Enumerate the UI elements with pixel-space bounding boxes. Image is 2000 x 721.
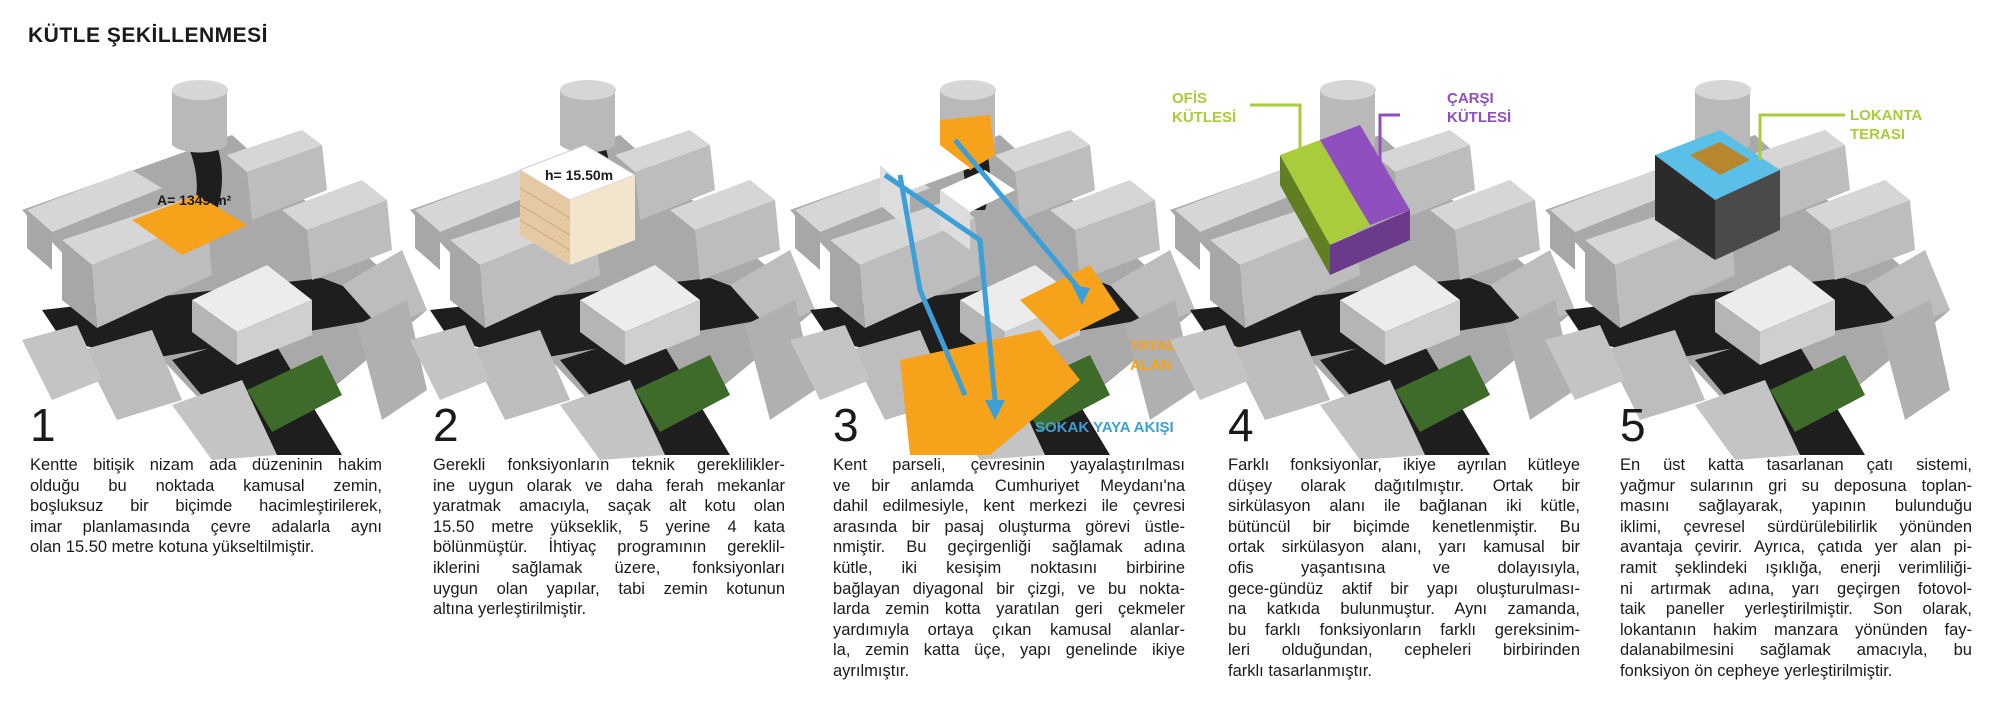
text-line: Kentte bitişik nizam ada düzeninin hakim [30, 456, 382, 474]
text-line: Gerekli fonksiyonların teknik gereklilik… [433, 456, 785, 474]
step-text-3: Kent parseli, çevresinin yayalaştırılmas… [833, 455, 1185, 682]
step-number-5: 5 [1620, 399, 1646, 451]
text-line: altına yerleştirilmiştir. [433, 600, 587, 619]
text-line: bölünmüştür. İhtiyaç programının gerekli… [433, 538, 785, 557]
step-text-2: Gerekli fonksiyonların teknik gereklilik… [433, 455, 785, 620]
pedestrian-zone [900, 330, 1080, 455]
text-line: ayrılmıştır. [833, 661, 910, 680]
step-number-3: 3 [833, 399, 859, 451]
text-line: gece-gündüz aktif bir yapı oluşturulması… [1228, 579, 1580, 598]
text-line: iklerini sağlamak üzere, fonksiyonları [433, 558, 785, 577]
text-line: dahil edilmesiyle, kent merkezi ile çevr… [833, 497, 1185, 516]
street-flow-label: SOKAK YAYA AKIŞI [1035, 419, 1174, 436]
text-line: bu farklı fonksiyonların farklı gereksin… [1228, 620, 1580, 639]
text-line: fonksiyon ön cepheye yerleştirilmiştir. [1620, 661, 1893, 680]
text-line: ofis yaşantısına ve dolayısıyla, [1228, 558, 1580, 577]
height-label: h= 15.50m [545, 167, 613, 183]
text-line: la, zemin katta üçe, yapı genelinde ikiy… [833, 641, 1185, 660]
diagram-step-1: A= 1349 m² [22, 80, 427, 460]
office-mass [1280, 140, 1370, 245]
text-line: ni artırmak adına, yarı geçirgen fotovol… [1620, 579, 1972, 598]
text-line: taik paneller yerleştirilmiştir. Son ola… [1620, 600, 1972, 619]
step-number-4: 4 [1228, 399, 1254, 451]
text-line: ine uygun olarak ve daha ferah mekanlar [433, 476, 785, 495]
step-text-4: Farklı fonksiyonlar, ikiye ayrılan kütle… [1228, 455, 1580, 682]
text-line: na katkıda bulunmuştur. Aynı zamanda, [1228, 600, 1580, 619]
text-line: yağmur sularının gri su deposuna toplan- [1620, 476, 1972, 495]
text-line: ramit şeklindeki ışıklığa, enerji veriml… [1620, 558, 1972, 577]
pedestrian-flow-arrow [883, 172, 998, 401]
text-line: bağlayan diyagonal bir çizgi, ve bu nokt… [833, 579, 1185, 598]
text-line: yaratmak amacıyla, saçak alt kotu olan [433, 497, 785, 516]
text-line: sirkülasyon alanı ile bağlanan iki kütle… [1228, 497, 1580, 516]
text-line: arasında bir pasaj oluşturma görevi üstl… [833, 517, 1185, 536]
bazaar-mass-label-2: KÜTLESİ [1447, 109, 1511, 126]
text-line: dalanabilmesini sağlamak amacıyla, bu [1620, 641, 1972, 660]
skylight-pyramid [1690, 142, 1750, 175]
text-line: leri olduğundan, cepheleri birbirinden [1228, 641, 1580, 660]
text-line: imar planlamasında çevre adalarla aynı [30, 517, 382, 536]
text-line: Kent parseli, çevresinin yayalaştırılmas… [833, 456, 1185, 474]
office-mass-label-2: KÜTLESİ [1172, 109, 1236, 126]
text-line: boşluksuz bir biçimde hacimleştirilerek, [30, 497, 382, 516]
text-line: ve bir anlamda Cumhuriyet Meydanı'na [833, 476, 1185, 495]
diagram-step-4 [1170, 80, 1575, 460]
text-line: Farklı fonksiyonlar, ikiye ayrılan kütle… [1228, 456, 1580, 474]
bazaar-mass [1320, 125, 1410, 225]
diagram-step-3 [790, 80, 1195, 460]
text-line: avantaja çevirir. Ayrıca, çatıda yer ala… [1620, 538, 1972, 557]
bazaar-mass-label-1: ÇARŞI [1447, 90, 1494, 107]
text-line: bütüncül bir biçimde kenetlenmiştir. Bu [1228, 517, 1580, 536]
text-line: 15.50 metre yükseklik, 5 yerine 4 kata [433, 517, 785, 536]
diagram-step-5 [1545, 80, 1950, 460]
text-line: En üst katta tasarlanan çatı sistemi, [1620, 456, 1972, 474]
parcel-area [132, 195, 247, 255]
pedestrian-zone-label-2: ALAN [1130, 357, 1172, 374]
text-line: masını sağlayarak, yapının bulunduğu [1620, 497, 1972, 516]
text-line: olduğu bu noktada kamusal zemin, [30, 476, 382, 495]
text-line: olan 15.50 metre kotuna yükseltilmiştir. [30, 538, 315, 557]
office-mass-label-1: OFİS [1172, 90, 1207, 107]
area-label: A= 1349 m² [157, 192, 232, 208]
text-line: farklı tasarlanmıştır. [1228, 661, 1372, 680]
text-line: düşey olarak dağıtılmıştır. Ortak bir [1228, 476, 1580, 495]
text-line: larda zemin kotta yaratılan geri çekmele… [833, 600, 1185, 619]
step-text-1: Kentte bitişik nizam ada düzeninin hakim… [30, 455, 382, 558]
text-line: nmiştir. Bu geçirgenliği sağlamak adına [833, 538, 1185, 557]
step-number-1: 1 [30, 399, 56, 451]
terrace-label-2: TERASI [1850, 126, 1905, 143]
page-title: KÜTLE ŞEKİLLENMESİ [28, 24, 269, 47]
text-line: kütle, iki kesişim noktasını birbirine [833, 558, 1185, 577]
terrace-label-1: LOKANTA [1850, 107, 1922, 124]
step-text-5: En üst katta tasarlanan çatı sistemi, yağ… [1620, 455, 1972, 682]
text-line: lokantanın hakim manzara yönünden fay- [1620, 620, 1972, 639]
text-line: iklimi, çevresel sürdürülebilirlik yönün… [1620, 517, 1972, 536]
text-line: uygun olan yapılar, tabi zemin kotunun [433, 579, 785, 598]
step-number-2: 2 [433, 399, 459, 451]
diagram-step-2: h= 15.50m [410, 80, 815, 460]
text-line: yardımıyla ortaya çıkan kamusal alanlar- [833, 620, 1185, 639]
mass-side [520, 170, 570, 265]
text-line: ortak sirkülasyon alanı, yarı kamusal bi… [1228, 538, 1580, 557]
